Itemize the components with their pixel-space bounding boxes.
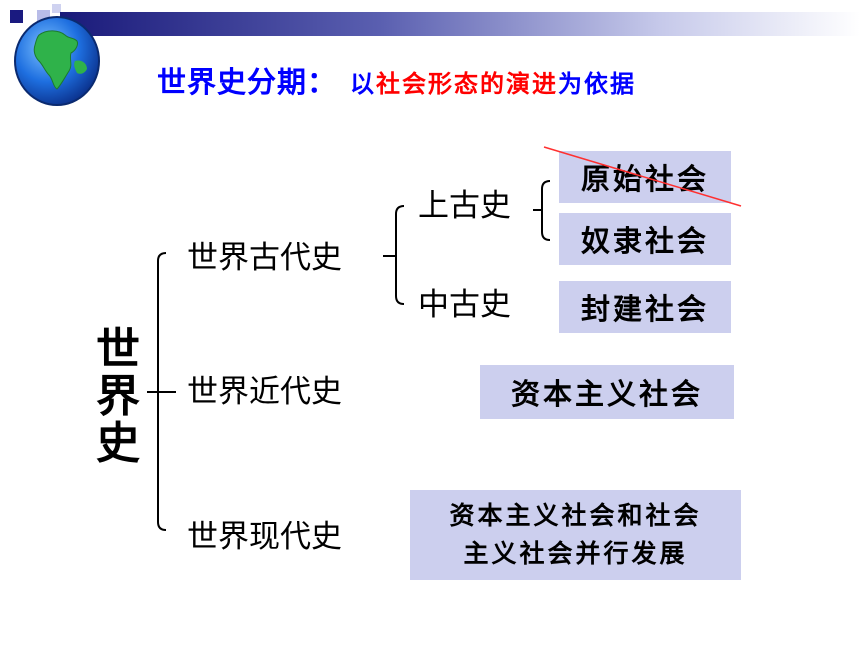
subtitle-prefix: 以 xyxy=(350,69,377,98)
slide-title: 世界史分期 ： 以社会形态的演进为依据 xyxy=(157,59,636,99)
box-slave-society: 奴隶社会 xyxy=(559,213,731,265)
box-capitalist-society: 资本主义社会 xyxy=(480,365,734,419)
node-upper-ancient: 上古史 xyxy=(418,188,511,224)
node-contemporary-history: 世界现代史 xyxy=(187,519,342,555)
box-coexistence-line-2: 主义社会并行发展 xyxy=(463,539,688,568)
box-slave-society-label: 奴隶社会 xyxy=(580,224,709,258)
node-ancient-history: 世界古代史 xyxy=(187,240,342,276)
title-subtitle: 以社会形态的演进为依据 xyxy=(350,64,636,99)
strike-line xyxy=(543,146,742,207)
box-capitalist-society-label: 资本主义社会 xyxy=(510,377,703,411)
box-feudal-society-label: 封建社会 xyxy=(580,292,709,326)
globe-icon xyxy=(14,16,100,106)
node-middle-ancient: 中古史 xyxy=(418,287,511,323)
header-gradient-bar xyxy=(60,12,860,36)
title-main: 世界史分期 xyxy=(157,65,308,99)
root-node: 世界史 xyxy=(96,324,140,469)
header-square-faint xyxy=(52,4,61,13)
header-square-dark xyxy=(10,10,23,23)
box-coexistence-line-1: 资本主义社会和社会 xyxy=(449,501,702,530)
title-colon: ： xyxy=(307,65,337,99)
box-feudal-society: 封建社会 xyxy=(559,281,731,333)
box-primitive-society-label: 原始社会 xyxy=(580,162,709,196)
node-modern-history: 世界近代史 xyxy=(187,374,342,410)
subtitle-highlight: 社会形态的演进 xyxy=(376,69,559,98)
box-coexistence: 资本主义社会和社会 主义社会并行发展 xyxy=(410,490,741,580)
subtitle-suffix: 为依据 xyxy=(558,69,637,98)
